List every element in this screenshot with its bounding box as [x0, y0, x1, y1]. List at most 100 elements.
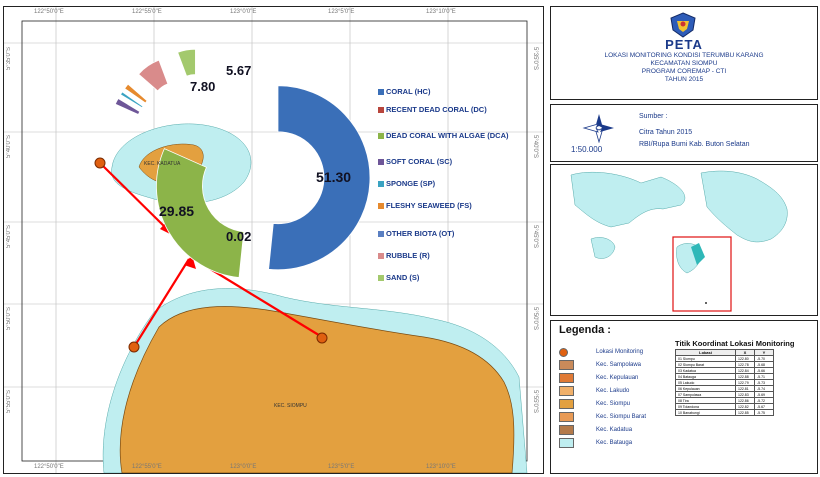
- title-line: PROGRAM COREMAP - CTI: [641, 68, 727, 75]
- pie-slice: [124, 83, 148, 104]
- scale-text: 1:50.000: [571, 145, 603, 154]
- grid-label-top: 123°10'0"E: [426, 9, 456, 15]
- pie-legend-swatch: [378, 89, 384, 95]
- map-heading: PETA: [665, 37, 703, 52]
- pie-legend-swatch: [378, 107, 384, 113]
- grid-label-left: 5°40'0"S: [6, 135, 12, 159]
- grid-label-right: 5°55'0"S: [532, 390, 538, 414]
- grid-label-left: 5°45'0"S: [6, 225, 12, 249]
- legend-item: Lokasi Monitoring: [559, 347, 643, 357]
- grid-label-top: 122°50'0"E: [34, 9, 64, 15]
- grid-label-bottom: 122°55'0"E: [132, 464, 162, 470]
- legend-swatch: [559, 386, 574, 396]
- pie-legend-swatch: [378, 133, 384, 139]
- pie-legend-item: OTHER BIOTA (OT): [386, 229, 455, 238]
- legend-swatch: [559, 373, 574, 383]
- grid-label-bottom: 123°0'0"E: [230, 464, 257, 470]
- source-panel: 1:50.000 Sumber : Citra Tahun 2015 RBI/R…: [550, 104, 818, 162]
- grid-label-right: 5°45'0"S: [532, 225, 538, 249]
- pie-legend-swatch: [378, 159, 384, 165]
- pie-legend-item: SOFT CORAL (SC): [386, 157, 453, 166]
- legend-swatch: [559, 360, 574, 370]
- station-marker[interactable]: [94, 157, 106, 169]
- place-label-siompu: KEC. SIOMPU: [274, 403, 307, 409]
- legend-swatch: [559, 425, 574, 435]
- title-line: TAHUN 2015: [664, 76, 704, 83]
- coordinate-table-title: Titik Koordinat Lokasi Monitoring: [675, 339, 795, 348]
- pie-legend-item: DEAD CORAL WITH ALGAE (DCA): [386, 131, 509, 140]
- station-marker[interactable]: [316, 332, 328, 344]
- pie-legend-swatch: [378, 203, 384, 209]
- pie-value-label: 5.67: [226, 63, 252, 78]
- grid-label-top: 122°55'0"E: [132, 9, 162, 15]
- source-label: Sumber :: [639, 113, 668, 120]
- inset-map[interactable]: [550, 164, 818, 316]
- pie-legend-swatch: [378, 181, 384, 187]
- land-siompu: [119, 306, 515, 473]
- legend-item-label: Kec. Siompu: [596, 401, 631, 407]
- grid-label-right: 5°35'0"S: [532, 47, 538, 71]
- pie-slice: [268, 85, 371, 271]
- pie-slice: [114, 97, 141, 115]
- pie-slice: [156, 148, 245, 278]
- legend-swatch: [559, 438, 574, 448]
- legend-item: Kec. Kadatua: [559, 425, 632, 435]
- legend-item: Kec. Lakudo: [559, 386, 629, 396]
- legend-item-label: Kec. Siompu Barat: [596, 414, 647, 420]
- legend-swatch: [559, 399, 574, 409]
- pie-slice: [129, 81, 150, 100]
- inset-map-canvas: [551, 165, 817, 315]
- inset-locator-box: [672, 236, 732, 312]
- pie-legend-item: FLESHY SEAWEED (FS): [386, 201, 472, 210]
- legend-swatch: [559, 412, 574, 422]
- title-line: KECAMATAN SIOMPU: [650, 60, 718, 67]
- grid-label-top: 123°5'0"E: [328, 9, 355, 15]
- pie-value-label: 51.30: [316, 169, 352, 185]
- place-label-kadatua: KEC. KADATUA: [144, 161, 181, 167]
- grid-label-bottom: 122°50'0"E: [34, 464, 64, 470]
- pie-legend-swatch: [378, 275, 384, 281]
- legend-item-label: Kec. Batauga: [596, 440, 633, 446]
- legend-item: Kec. Siompu: [559, 399, 630, 409]
- inset-highlight: [691, 243, 705, 265]
- station-marker-icon: [559, 347, 568, 357]
- pie-slice: [177, 48, 196, 77]
- legend-panel: Legenda : Lokasi Monitoring Kec. Sampola…: [550, 320, 818, 474]
- legend-item-label: Kec. Sampolawa: [596, 362, 642, 368]
- grid-label-left: 5°35'0"S: [6, 47, 12, 71]
- pie-legend-item: CORAL (HC): [386, 87, 431, 96]
- pie-legend-item: RUBBLE (R): [386, 251, 430, 260]
- coral-pie-chart: [114, 48, 371, 278]
- pie-value-label: 29.85: [159, 203, 195, 219]
- grid-label-right: 5°40'0"S: [532, 135, 538, 159]
- legend-item: Kec. Kepulauan: [559, 373, 638, 383]
- grid-label-left: 5°55'0"S: [6, 390, 12, 414]
- legend-item: Kec. Siompu Barat: [559, 412, 646, 422]
- title-panel: PETA LOKASI MONITORING KONDISI TERUMBU K…: [550, 6, 818, 100]
- source-line: RBI/Rupa Bumi Kab. Buton Selatan: [639, 141, 750, 148]
- map-canvas: [4, 7, 543, 473]
- legend-item: Kec. Sampolawa: [559, 360, 641, 370]
- legend-item: Kec. Batauga: [559, 438, 632, 448]
- pie-legend-item: SAND (S): [386, 273, 420, 282]
- regency-emblem-icon: [670, 12, 696, 38]
- pie-slice: [138, 59, 169, 92]
- grid-label-bottom: 123°10'0"E: [426, 464, 456, 470]
- grid-label-right: 5°50'0"S: [532, 307, 538, 331]
- source-line: Citra Tahun 2015: [639, 129, 693, 136]
- legend-item-label: Lokasi Monitoring: [596, 349, 644, 355]
- legend-item-label: Kec. Kadatua: [596, 427, 633, 433]
- pie-legend-swatches: [378, 89, 384, 281]
- title-line: LOKASI MONITORING KONDISI TERUMBU KARANG: [604, 52, 764, 59]
- pie-value-label: 0.02: [226, 229, 252, 244]
- pie-legend-swatch: [378, 231, 384, 237]
- pie-legend-item: RECENT DEAD CORAL (DC): [386, 105, 487, 114]
- main-map[interactable]: 122°50'0"E 122°55'0"E 123°0'0"E 123°5'0"…: [3, 6, 544, 474]
- station-marker[interactable]: [128, 341, 140, 353]
- inset-land: [590, 237, 616, 259]
- legend-title: Legenda :: [559, 324, 611, 336]
- grid-label-top: 123°0'0"E: [230, 9, 257, 15]
- grid-label-bottom: 123°5'0"E: [328, 464, 355, 470]
